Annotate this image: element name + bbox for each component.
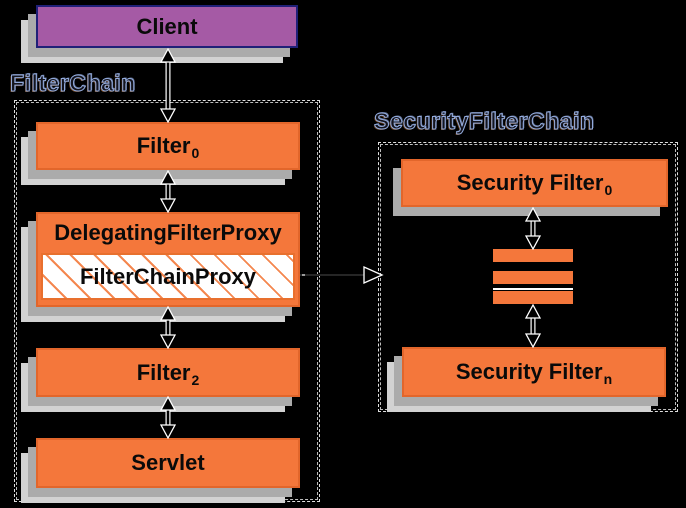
security-filter-n-subscript: n — [603, 371, 613, 387]
ellipsis-bar-1 — [493, 249, 573, 262]
client-box: Client — [36, 5, 298, 48]
security-filter-0-subscript: 0 — [604, 182, 613, 198]
delegating-filter-proxy-label: DelegatingFilterProxy — [54, 220, 282, 245]
double-arrow-icon — [159, 396, 177, 439]
servlet-label: Servlet — [131, 450, 205, 475]
double-arrow-icon — [159, 170, 177, 213]
security-filter-n-label: Security Filter — [455, 359, 603, 384]
client-label: Client — [136, 13, 198, 39]
filter0-subscript: 0 — [191, 145, 200, 161]
servlet-box: Servlet — [36, 438, 300, 488]
filter-chain-proxy-box: FilterChainProxy — [41, 253, 295, 300]
double-arrow-icon — [524, 207, 542, 250]
ellipsis-divider-line — [493, 288, 573, 290]
double-arrow-icon — [159, 48, 177, 123]
ellipsis-bar-2 — [493, 271, 573, 284]
filter-chain-proxy-label: FilterChainProxy — [79, 263, 257, 289]
double-arrow-icon — [159, 306, 177, 349]
filter2-subscript: 2 — [191, 371, 200, 388]
filterchain-title: FilterChain — [10, 70, 136, 97]
ellipsis-bar-3 — [493, 291, 573, 304]
delegate-arrow-icon — [300, 265, 384, 285]
filter0-label: Filter — [136, 133, 191, 158]
delegating-filter-proxy-box: DelegatingFilterProxy FilterChainProxy — [36, 212, 300, 307]
double-arrow-icon — [524, 304, 542, 348]
securityfilterchain-title: SecurityFilterChain — [373, 108, 595, 135]
security-filter-0-label: Security Filter — [456, 170, 604, 195]
filter2-label: Filter — [136, 359, 191, 385]
